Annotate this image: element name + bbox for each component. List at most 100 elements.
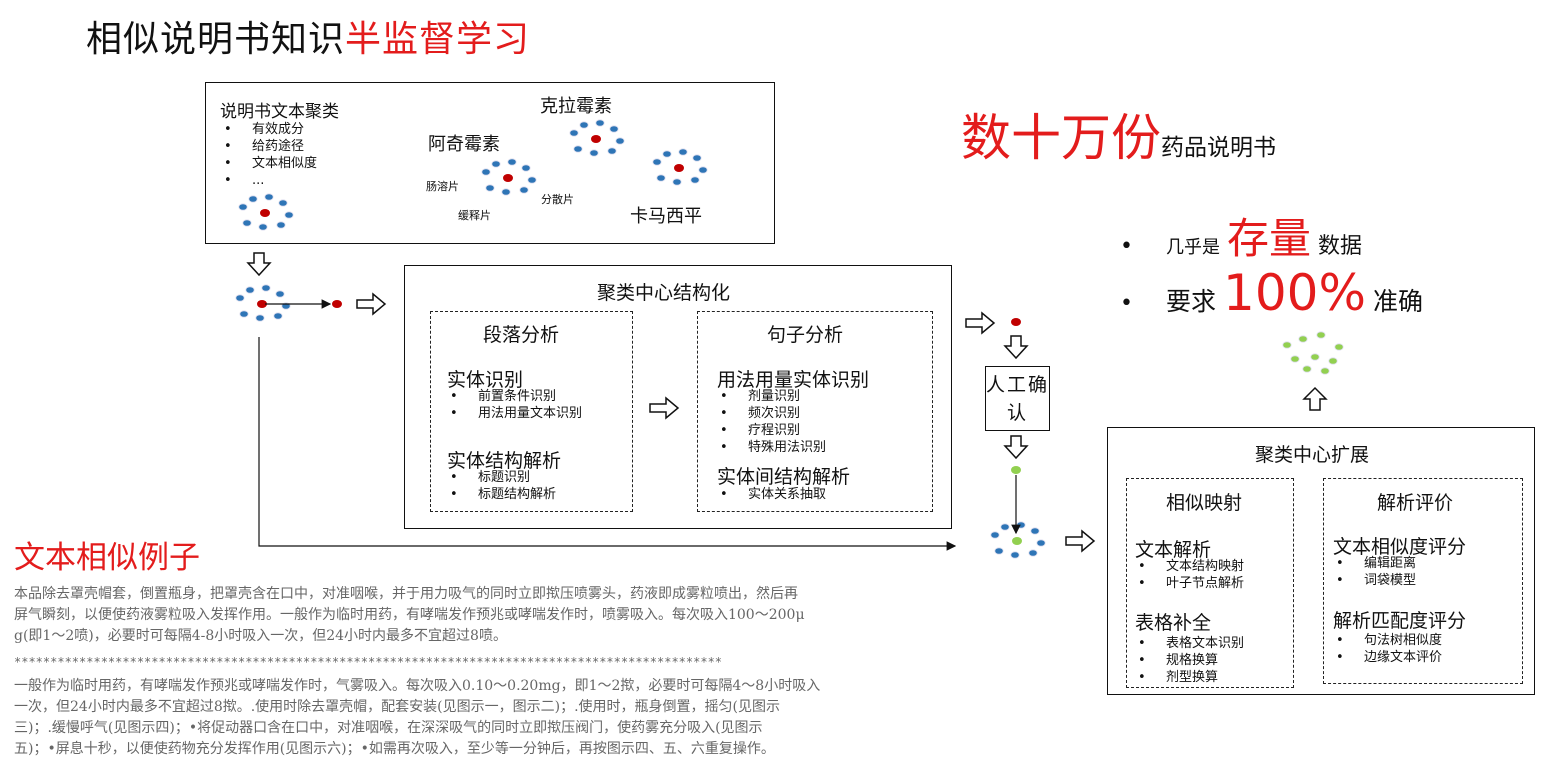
entity-structure-title: 实体结构解析 — [447, 450, 562, 472]
inter-entity-title: 实体间结构解析 — [717, 466, 851, 488]
expand-heading: 聚类中心扩展 — [1255, 444, 1370, 466]
cluster-clarithromycin-dot — [589, 149, 599, 157]
cluster-generic-dot — [242, 219, 252, 227]
title-red: 半监督学习 — [345, 19, 531, 60]
drug-label-azithromycin: 阿奇霉素 — [428, 134, 500, 155]
list-item: 句法树相似度 — [1334, 632, 1442, 649]
cluster-flow-dot — [275, 290, 285, 298]
right-arrow-icon — [649, 396, 680, 420]
match-score-list: 句法树相似度 边缘文本评价 — [1334, 632, 1442, 666]
example-line: 一般作为临时用药，有哮喘发作预兆或哮喘发作时，气雾吸入。每次吸入0.10～0.2… — [14, 678, 821, 694]
inter-entity-list: 实体关系抽取 — [718, 486, 826, 503]
list-item: 频次识别 — [718, 405, 826, 422]
cluster-expanded-dot — [1320, 367, 1330, 375]
similar-mapping-box — [1126, 478, 1294, 688]
cluster-carbamazepine-dot — [652, 158, 662, 166]
cluster-azithromycin-dot — [519, 186, 529, 194]
cluster-azithromycin-dot — [501, 188, 511, 196]
cluster-flow-dot — [239, 310, 249, 318]
cluster-azithromycin-dot — [521, 164, 531, 172]
example-line: 本品除去罩壳帽套，倒置瓶身，把罩壳含在口中，对准咽喉，并于用力吸气的同时立即揿压… — [14, 586, 798, 602]
cluster-clarithromycin-dot — [579, 121, 589, 129]
cluster-confirmed-dot — [1016, 521, 1026, 529]
cluster-confirmed-dot — [1028, 549, 1038, 557]
cluster-confirmed-dot — [1010, 551, 1020, 559]
cluster-expanded-dot — [1328, 357, 1338, 365]
cluster-bullet: 有效成分 — [222, 121, 317, 138]
sentence-analysis-title: 句子分析 — [767, 324, 844, 346]
cluster-flow-dot — [273, 312, 283, 320]
cluster-clarithromycin-dot — [615, 137, 625, 145]
cluster-expanded-dot — [1298, 335, 1308, 343]
cluster-azithromycin-dot — [491, 160, 501, 168]
bypass-connector-line — [258, 337, 957, 551]
down-arrow-icon — [246, 252, 272, 277]
dosage-entity-title: 用法用量实体识别 — [717, 369, 870, 391]
cluster-azithromycin-dot — [481, 168, 491, 176]
cluster-carbamazepine-dot — [698, 166, 708, 174]
cluster-generic-dot — [238, 203, 248, 211]
entity-recognition-title: 实体识别 — [447, 369, 524, 391]
cluster-flow-dot — [261, 284, 271, 292]
dosage-entity-list: 剂量识别 频次识别 疗程识别 特殊用法识别 — [718, 388, 826, 456]
title-black: 相似说明书知识 — [86, 19, 346, 60]
point-post: 数据 — [1318, 234, 1363, 259]
right-arrow-icon — [356, 292, 387, 316]
center-dot — [1011, 466, 1021, 474]
cluster-generic-dot — [278, 199, 288, 207]
similar-mapping-title: 相似映射 — [1166, 492, 1243, 514]
list-item: 标题结构解析 — [448, 486, 556, 503]
right-arrow-icon — [965, 311, 996, 335]
cluster-flow-center — [257, 300, 267, 308]
right-headline: 数十万份药品说明书 — [961, 98, 1276, 170]
example-title: 文本相似例子 — [14, 540, 200, 576]
cluster-clarithromycin-dot — [573, 145, 583, 153]
point-post: 准确 — [1372, 287, 1423, 316]
example-paragraph-1: 本品除去罩壳帽套，倒置瓶身，把罩壳含在口中，对准咽喉，并于用力吸气的同时立即揿压… — [14, 584, 1114, 647]
list-item: 特殊用法识别 — [718, 439, 826, 456]
manual-confirm-box — [985, 366, 1050, 431]
cluster-carbamazepine-center — [674, 164, 684, 172]
example-line: g(即1～2喷)，必要时可每隔4-8小时吸入一次，但24小时内最多不宜超过8喷。 — [14, 628, 507, 644]
cluster-carbamazepine-dot — [678, 148, 688, 156]
cluster-flow-dot — [255, 314, 265, 322]
text-similarity-title: 文本相似度评分 — [1333, 536, 1467, 558]
form-label-dispersible: 分散片 — [541, 193, 574, 206]
list-item: 剂型换算 — [1136, 669, 1244, 686]
entity-structure-list: 标题识别 标题结构解析 — [448, 469, 556, 503]
form-label-enteric: 肠溶片 — [426, 180, 459, 193]
cluster-carbamazepine-dot — [692, 154, 702, 162]
cluster-clarithromycin-dot — [595, 119, 605, 127]
cluster-confirmed-dot — [990, 531, 1000, 539]
example-line: 一次，但24小时内最多不宜超过8揿。.使用时除去罩壳帽，配套安装(见图示一，图示… — [14, 699, 781, 715]
point-pre: 几乎是 — [1166, 237, 1220, 258]
table-completion-list: 表格文本识别 规格换算 剂型换算 — [1136, 635, 1244, 686]
cluster-flow-dot — [235, 294, 245, 302]
paragraph-analysis-box — [430, 311, 633, 512]
cluster-clarithromycin-dot — [609, 125, 619, 133]
cluster-expanded-dot — [1334, 343, 1344, 351]
example-line: 三)；.缓慢呼气(见图示四)；•将促动器口含在口中，对准咽喉，在深深吸气的同时立… — [14, 720, 763, 736]
list-item: 前置条件识别 — [448, 388, 582, 405]
cluster-azithromycin-dot — [507, 158, 517, 166]
parse-evaluation-box — [1323, 478, 1523, 684]
point-accuracy: •要求 100% 准确 — [1120, 264, 1423, 322]
point-big: 100% — [1223, 264, 1366, 322]
down-arrow-icon — [1003, 435, 1029, 460]
center-dot — [1011, 318, 1021, 326]
headline-big: 数十万份 — [961, 109, 1161, 167]
cluster-carbamazepine-dot — [690, 176, 700, 184]
down-arrow-icon — [1003, 335, 1029, 360]
cluster-expanded-dot — [1302, 365, 1312, 373]
cluster-generic-dot — [284, 211, 294, 219]
list-item: 剂量识别 — [718, 388, 826, 405]
point-stock: •几乎是 存量 数据 — [1120, 214, 1363, 263]
point-big: 存量 — [1227, 214, 1312, 263]
parse-evaluation-title: 解析评价 — [1377, 492, 1454, 514]
list-item: 编辑距离 — [1334, 555, 1416, 572]
example-separator: ****************************************… — [14, 655, 723, 669]
paragraph-analysis-title: 段落分析 — [483, 324, 560, 346]
cluster-expanded-dot — [1310, 353, 1320, 361]
cluster-generic-dot — [248, 195, 258, 203]
cluster-generic-dot — [264, 193, 274, 201]
